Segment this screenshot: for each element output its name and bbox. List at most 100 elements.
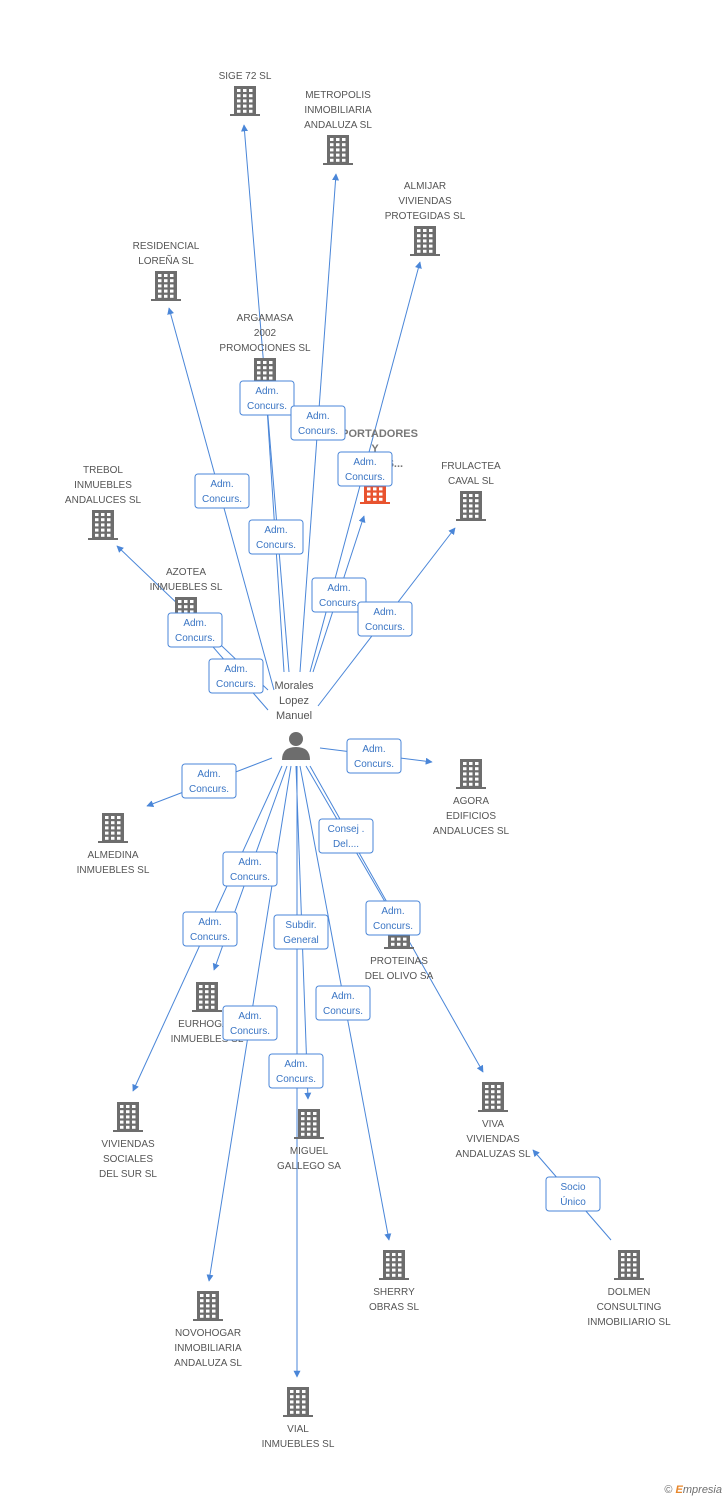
relation-label-miguel[interactable]: Subdir.General <box>273 914 329 950</box>
relation-label-eurhogar[interactable]: Adm.Concurs. <box>222 851 278 887</box>
relation-box[interactable] <box>268 1053 324 1089</box>
node-label: DEL SUR SL <box>99 1169 157 1180</box>
building-window <box>170 289 174 293</box>
building-window <box>200 1314 204 1318</box>
relation-box[interactable] <box>365 900 421 936</box>
building-base <box>283 1415 313 1417</box>
node-label: VIVA <box>482 1119 504 1130</box>
building-window <box>269 376 273 380</box>
relation-label-almijar[interactable]: Adm.Concurs. <box>337 451 393 487</box>
building-window <box>120 1125 124 1129</box>
building-window <box>257 376 261 380</box>
relation-box[interactable] <box>194 473 250 509</box>
footer-brand[interactable]: © Empresia <box>664 1484 722 1496</box>
relation-box[interactable] <box>315 985 371 1021</box>
building-window <box>126 1110 130 1114</box>
relation-label-frulactea[interactable]: Adm.Concurs. <box>357 601 413 637</box>
relation-text: Concurs. <box>175 633 215 644</box>
building-window <box>237 109 241 113</box>
building-window <box>158 274 162 277</box>
building-window <box>132 1125 136 1129</box>
relation-box[interactable] <box>545 1176 601 1212</box>
node-label: LOREÑA SL <box>138 254 194 267</box>
relation-label-importadores[interactable]: Adm.Concurs. <box>311 577 367 613</box>
building-window <box>469 762 473 765</box>
relation-label-proteinas[interactable]: Consej .Del.... <box>318 818 374 854</box>
building-window <box>379 492 383 496</box>
person-label: Lopez <box>279 695 309 707</box>
building-window <box>469 504 473 508</box>
relation-text: Adm. <box>255 386 278 397</box>
building-base <box>294 1137 324 1139</box>
building-window <box>120 1110 124 1114</box>
relation-label-trebol[interactable]: Adm.Concurs. <box>167 612 223 648</box>
relation-label-residencial[interactable]: Adm.Concurs. <box>194 473 250 509</box>
relation-label-viva[interactable]: Adm.Concurs. <box>365 900 421 936</box>
building-base <box>478 1110 508 1112</box>
relation-label-agora[interactable]: Adm.Concurs. <box>346 738 402 774</box>
relation-box[interactable] <box>239 380 295 416</box>
relation-label-azotea[interactable]: Adm.Concurs. <box>208 658 264 694</box>
relation-box[interactable] <box>222 1005 278 1041</box>
relation-box[interactable] <box>208 658 264 694</box>
relation-box[interactable] <box>357 601 413 637</box>
building-window <box>212 1314 216 1318</box>
relation-label-metropolis[interactable]: Adm.Concurs. <box>290 405 346 441</box>
relation-box[interactable] <box>273 914 329 950</box>
building-window <box>336 158 340 162</box>
relation-box[interactable] <box>182 911 238 947</box>
building-window <box>307 1122 311 1126</box>
relation-label-sherry[interactable]: Adm.Concurs. <box>315 985 371 1021</box>
relation-box[interactable] <box>222 851 278 887</box>
relation-box[interactable] <box>318 818 374 854</box>
node-sige72[interactable]: SIGE 72 SL <box>219 71 272 116</box>
building-window <box>132 1120 136 1124</box>
node-label: ANDALUZA SL <box>304 120 372 131</box>
building-window <box>249 89 253 92</box>
relation-label-novohogar[interactable]: Adm.Concurs. <box>222 1005 278 1041</box>
building-base <box>151 299 181 301</box>
relation-text: Adm. <box>238 857 261 868</box>
relation-label-argamasa[interactable]: Adm.Concurs. <box>248 519 304 555</box>
relation-label-almedina[interactable]: Adm.Concurs. <box>181 763 237 799</box>
relation-label-vial[interactable]: Adm.Concurs. <box>268 1053 324 1089</box>
relation-text: Adm. <box>198 917 221 928</box>
relation-box[interactable] <box>290 405 346 441</box>
person-icon <box>282 732 310 760</box>
building-window <box>243 89 247 92</box>
node-label: AZOTEA <box>166 567 206 578</box>
relation-box[interactable] <box>337 451 393 487</box>
building-window <box>206 1314 210 1318</box>
relation-box[interactable] <box>346 738 402 774</box>
relation-label-sige72[interactable]: Adm.Concurs. <box>239 380 295 416</box>
building-window <box>398 1258 402 1262</box>
relation-box[interactable] <box>248 519 304 555</box>
relation-box[interactable] <box>167 612 223 648</box>
building-window <box>497 1090 501 1094</box>
building-window <box>184 610 188 614</box>
building-window <box>199 1000 203 1004</box>
relation-box[interactable] <box>311 577 367 613</box>
relation-label-viviendas_sur[interactable]: Adm.Concurs. <box>182 911 238 947</box>
relation-box[interactable] <box>181 763 237 799</box>
node-label: PROTEGIDAS SL <box>385 211 466 222</box>
building-window <box>398 1263 402 1267</box>
